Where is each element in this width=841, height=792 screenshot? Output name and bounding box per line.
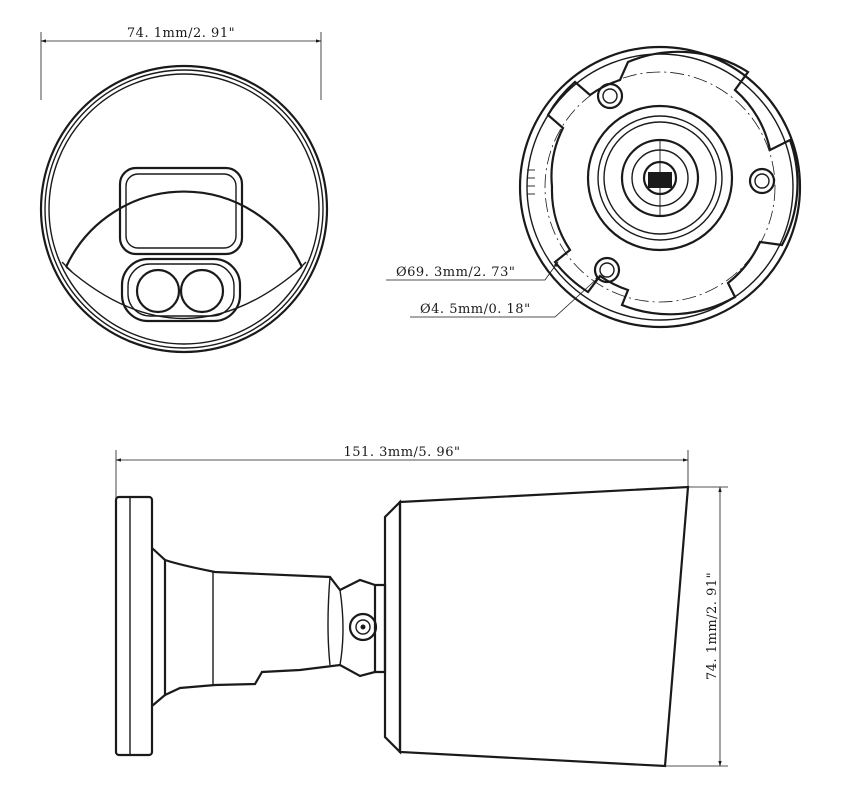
rear-mount-plate (546, 50, 799, 316)
rear-hole-leader (410, 275, 601, 318)
front-bezel-ring (48, 73, 320, 345)
front-led-left (135, 268, 181, 314)
rear-bolt-circle (544, 71, 776, 303)
rear-screw-hole-top-inner (602, 88, 618, 104)
side-arm-neck-line (327, 576, 331, 666)
side-housing-body (398, 485, 690, 768)
rear-screw-hole-bottom-inner (599, 262, 615, 278)
rear-diameter-label: Ø69. 3mm/2. 73" (396, 265, 515, 280)
front-outer-ring-inner (44, 69, 324, 349)
front-sensor-window-inner (125, 173, 237, 249)
rear-screw-hole-right (748, 167, 776, 195)
rear-boss-ring-2 (603, 121, 717, 235)
side-length-label: 151. 3mm/5. 96" (344, 445, 461, 460)
side-base-plate (114, 495, 154, 757)
front-width-label: 74. 1mm/2. 91" (127, 26, 235, 41)
front-inner-arc (65, 190, 303, 268)
front-led-right (179, 268, 225, 314)
rear-hole-label: Ø4. 5mm/0. 18" (420, 302, 531, 317)
side-base-collar (151, 547, 167, 707)
side-view: 151. 3mm/5. 96" 74. 1mm/2. 91" (114, 445, 728, 768)
side-adjust-screw (348, 612, 378, 642)
rear-side-ribs (527, 169, 535, 195)
front-view: 74. 1mm/2. 91" (39, 26, 329, 354)
side-arm-ball-left (339, 589, 344, 666)
front-outer-ring (39, 64, 329, 354)
side-back-cap (383, 499, 402, 755)
side-bracket-arm (164, 558, 377, 696)
front-light-pod (120, 257, 242, 323)
rear-boss-outer (586, 104, 734, 252)
rear-boss-ring (597, 115, 723, 241)
front-notch-right (295, 261, 307, 273)
front-sensor-window (118, 166, 244, 256)
front-light-pod-inner (127, 263, 235, 317)
rear-diameter-leader (386, 261, 559, 281)
front-lower-arc (65, 266, 303, 320)
rear-screw-hole-right-inner (754, 173, 770, 189)
front-notch-left (61, 261, 73, 273)
side-height-label: 74. 1mm/2. 91" (705, 572, 720, 680)
rear-outer-ring (518, 45, 802, 329)
rear-screw-hole-top (596, 82, 624, 110)
rear-view: Ø69. 3mm/2. 73" Ø4. 5mm/0. 18" (386, 45, 802, 329)
side-adjust-screw-center (360, 624, 366, 630)
side-adjust-screw-inner (355, 619, 371, 635)
rear-screw-hole-bottom (593, 256, 621, 284)
